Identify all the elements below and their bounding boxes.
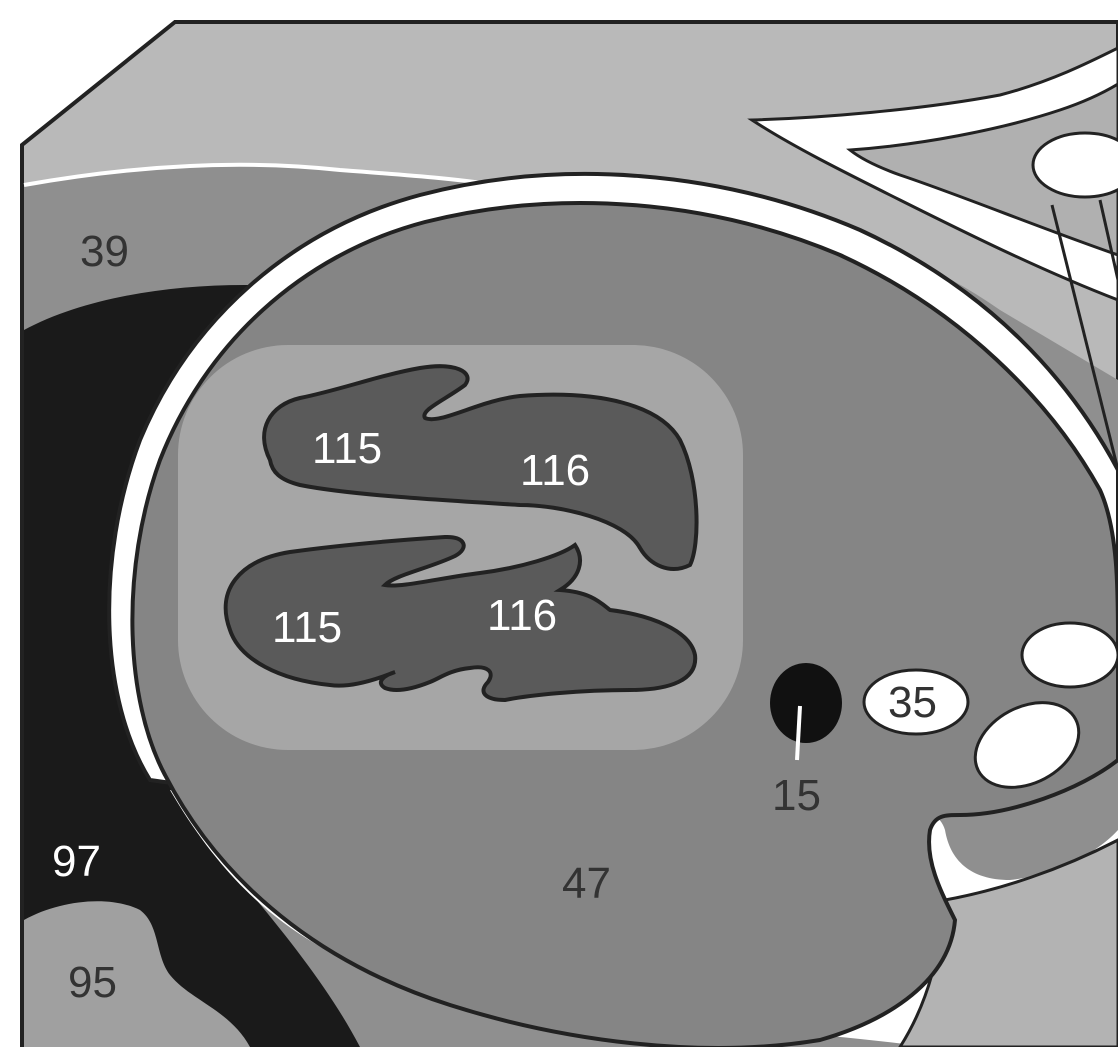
label-116-upper: 116	[520, 446, 590, 495]
label-35: 35	[888, 678, 937, 727]
label-115-lower: 115	[272, 603, 342, 652]
label-115-upper: 115	[312, 424, 382, 473]
label-95: 95	[68, 958, 117, 1007]
label-39: 39	[80, 227, 129, 276]
white-oval-top-right	[1033, 133, 1118, 197]
label-116-lower: 116	[487, 591, 557, 640]
white-oval-right-upper	[1022, 623, 1118, 687]
black-vessel-15	[770, 663, 842, 743]
label-47: 47	[562, 859, 611, 908]
label-97: 97	[52, 837, 101, 886]
label-15: 15	[772, 771, 821, 820]
